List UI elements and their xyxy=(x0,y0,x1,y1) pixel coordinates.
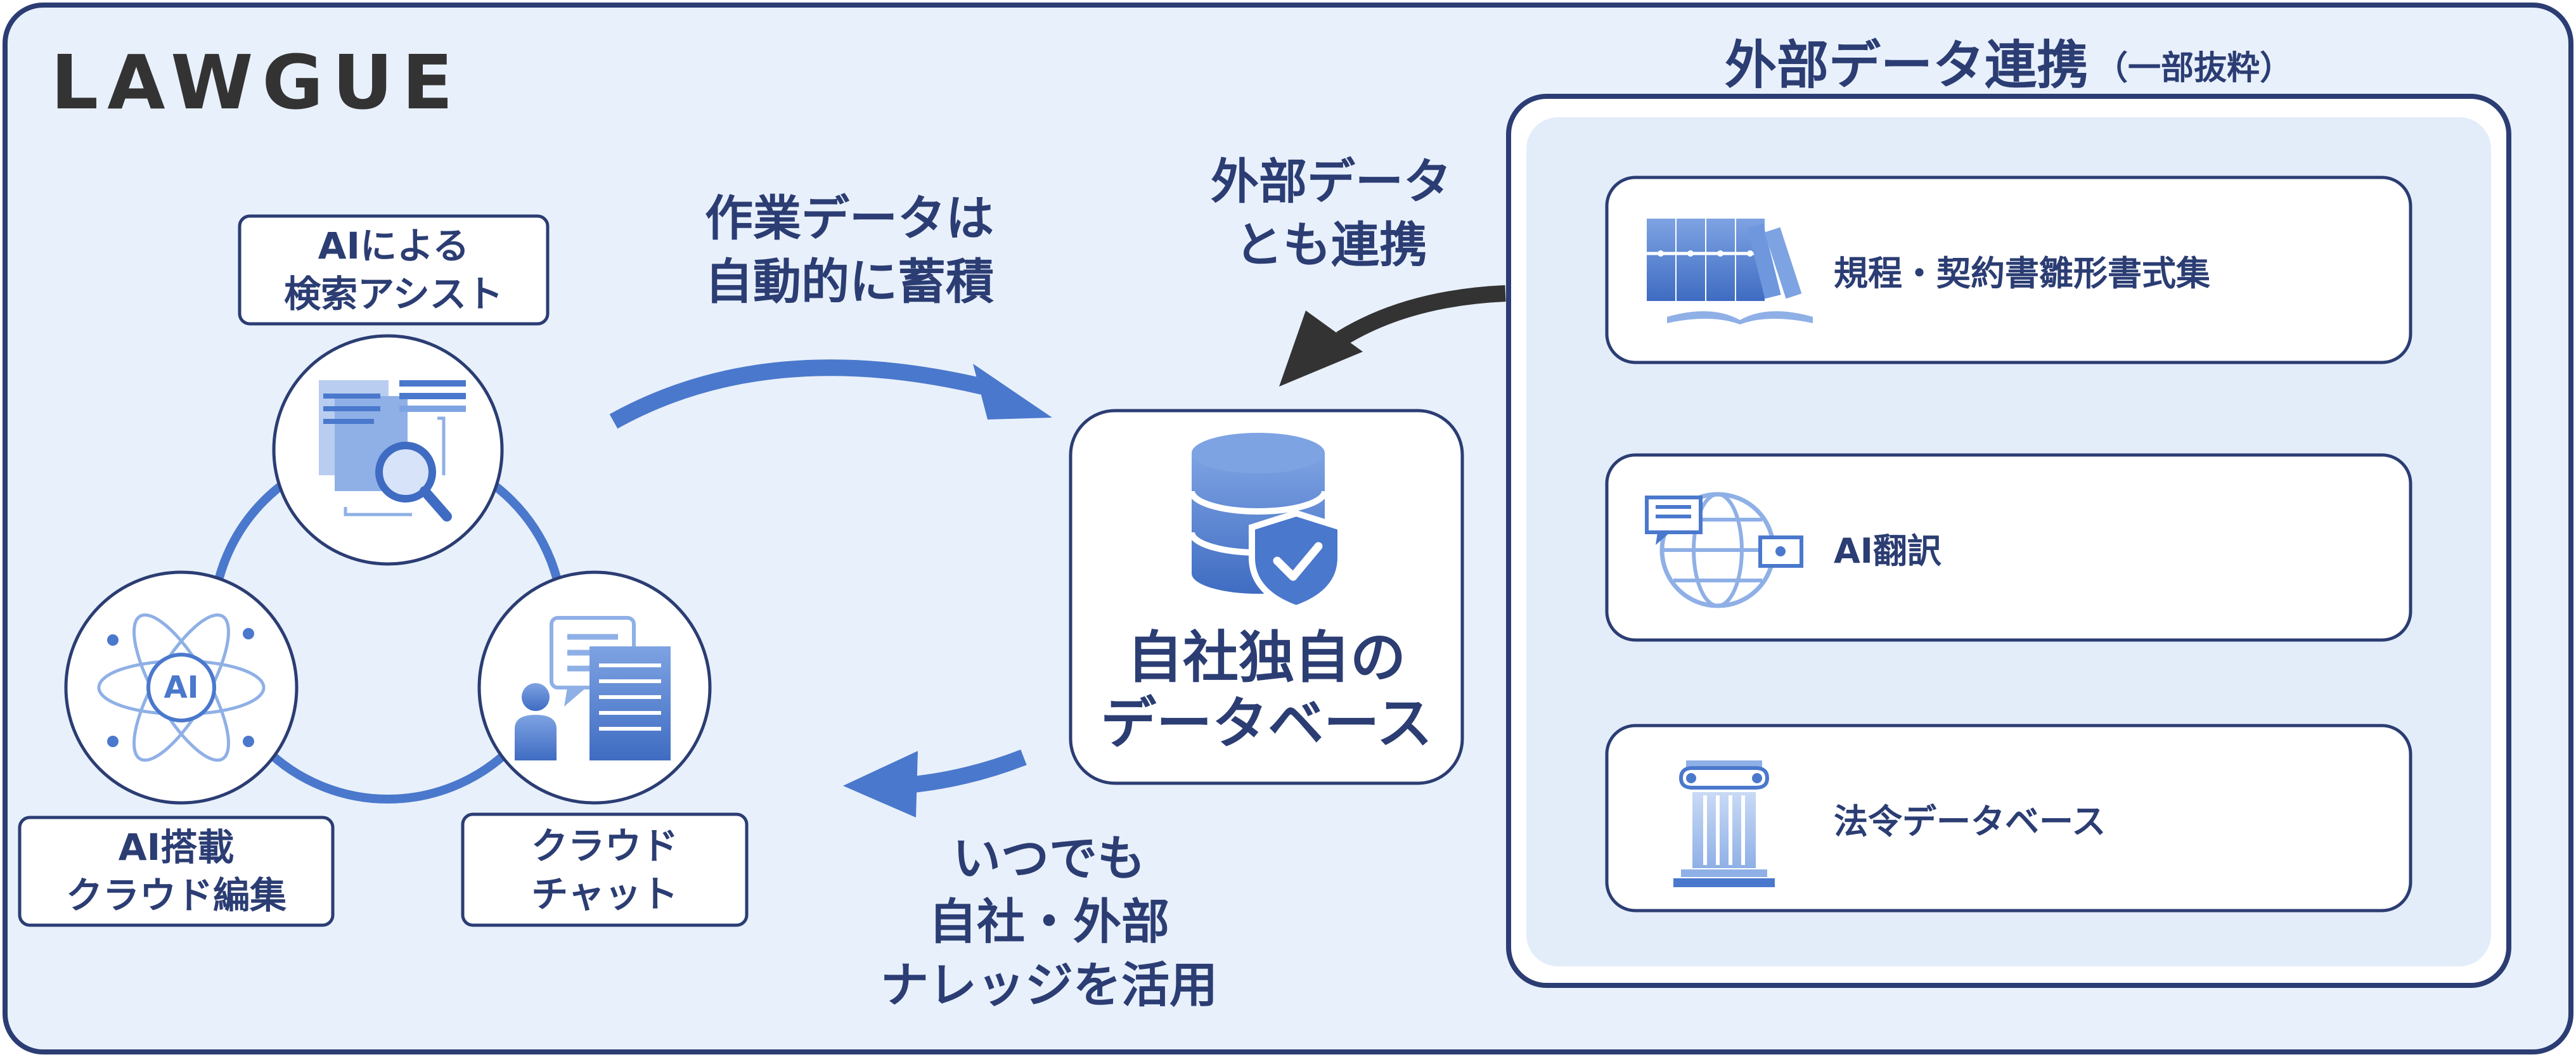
external-item-box-2 xyxy=(1605,453,2412,642)
arrow-utilize xyxy=(843,749,1027,817)
external-panel-title: 外部データ連携 （一部抜粋） xyxy=(1509,25,2509,96)
external-item-box-3 xyxy=(1605,724,2412,913)
external-panel-title-main: 外部データ連携 xyxy=(1724,35,2089,96)
globe-translate-icon xyxy=(1645,492,1803,608)
cloud-chat-node xyxy=(477,570,712,805)
document-search-icon xyxy=(319,380,466,522)
arrow-accumulate-label: 作業データは 自動的に蓄積 xyxy=(705,190,994,310)
cloud-chat-label-box xyxy=(461,812,749,927)
search-assist-label: AIによる 検索アシスト xyxy=(284,224,503,316)
search-assist-label-box xyxy=(238,214,550,326)
search-assist-node xyxy=(272,334,504,566)
database-box xyxy=(1069,409,1464,785)
external-item-label-2: AI翻訳 xyxy=(1834,530,1942,571)
cloud-chat-label: クラウド チャット xyxy=(531,824,678,916)
arrow-external-label: 外部データ とも連携 xyxy=(1211,153,1452,273)
external-item-label-1: 規程・契約書雛形書式集 xyxy=(1834,253,2210,293)
pillar-icon xyxy=(1673,760,1775,887)
arrow-accumulate xyxy=(609,359,1052,429)
ai-editing-label-box xyxy=(18,816,335,927)
database-shield-icon xyxy=(1188,433,1344,612)
ai-atom-icon-text: AI xyxy=(164,670,199,705)
chat-document-icon xyxy=(515,616,671,760)
logo: LAWGUE xyxy=(51,39,462,126)
books-icon xyxy=(1647,219,1813,324)
ai-editing-label: AI搭載 クラウド編集 xyxy=(65,826,287,917)
arrow-utilize-label: いつでも 自社・外部 ナレッジを活用 xyxy=(880,830,1218,1013)
ai-atom-icon xyxy=(97,613,266,762)
database-label: 自社独自の データベース xyxy=(1100,625,1433,756)
external-panel-title-note: （一部抜粋） xyxy=(2095,49,2293,87)
arrow-external xyxy=(1279,285,1506,387)
external-item-label-3: 法令データベース xyxy=(1834,801,2106,842)
ai-editing-node xyxy=(64,570,299,805)
